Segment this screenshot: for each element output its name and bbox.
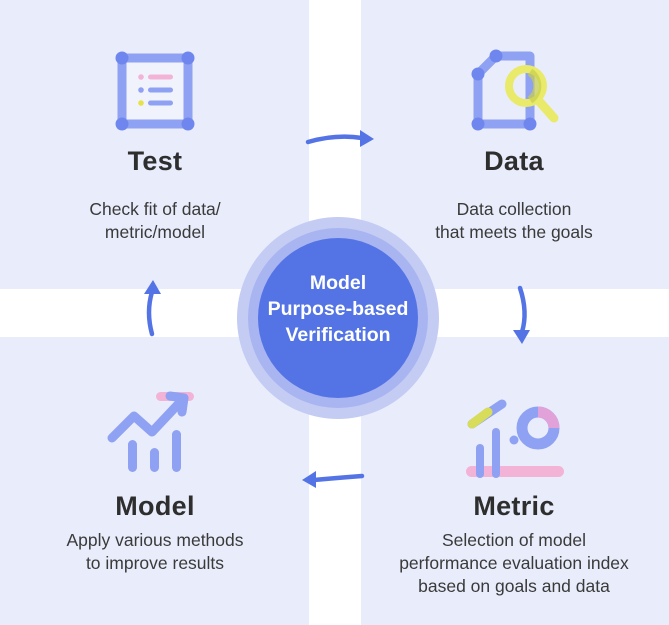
- quadrant-model: [0, 337, 309, 625]
- arrow-test-to-data: [305, 130, 374, 147]
- center-circle: [258, 238, 418, 398]
- step-title-model: Model: [115, 491, 195, 521]
- arrow-metric-to-model: [302, 471, 365, 488]
- growth-chart-icon: [107, 391, 194, 472]
- chart-metrics-icon: [466, 399, 564, 478]
- checklist-icon: [115, 51, 195, 131]
- step-desc-test: Check fit of data/ metric/model: [89, 199, 221, 242]
- arrow-model-to-test: [144, 280, 161, 337]
- quadrant-data: [361, 0, 669, 289]
- step-desc-data: Data collection that meets the goals: [435, 199, 593, 242]
- quadrant-test: [0, 0, 309, 289]
- arrow-data-to-metric: [513, 285, 530, 344]
- step-title-data: Data: [484, 146, 544, 176]
- step-desc-model: Apply various methods to improve results: [66, 530, 244, 573]
- step-desc-metric: Selection of model performance evaluatio…: [399, 530, 629, 596]
- center-label: Model Purpose-based Verification: [267, 272, 409, 346]
- step-title-metric: Metric: [473, 491, 555, 521]
- document-search-icon: [471, 49, 559, 131]
- step-title-test: Test: [127, 146, 183, 176]
